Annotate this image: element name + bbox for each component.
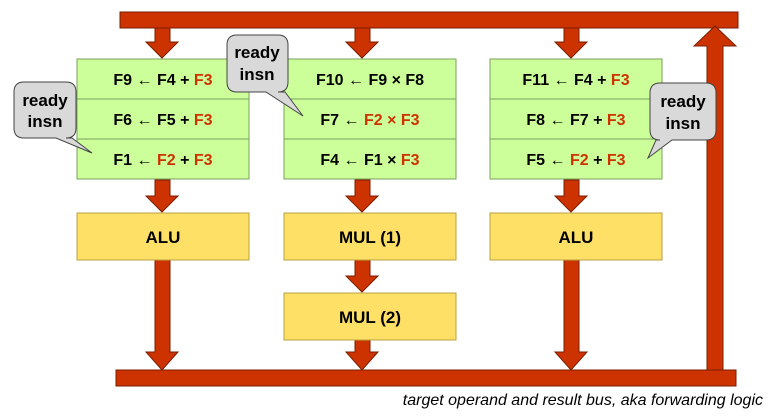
rs2-row-1-arrow: ← <box>344 112 360 129</box>
rs1-row-0-src1: F4 <box>157 72 176 89</box>
rs1-row-0-arrow: ← <box>137 72 153 89</box>
mul-unit-2-label: MUL (2) <box>339 308 401 327</box>
callout-3-bubble <box>646 82 717 160</box>
callout-1-bubble <box>13 81 93 154</box>
rs3-row-1: F8 ← F7 + F3 <box>526 112 625 129</box>
rs2-row-1-dst: F7 <box>320 112 339 129</box>
rs2-row-2-dst: F4 <box>320 152 339 169</box>
rs2-row-1-src2: F3 <box>401 112 420 129</box>
rs3-row-0: F11 ← F4 + F3 <box>522 72 629 89</box>
rs3-row-2: F5 ← F2 + F3 <box>526 152 625 169</box>
rs3-row-2-src1: F2 <box>570 152 589 169</box>
rs1-row-2-box <box>76 138 250 180</box>
callout-3-line1: ready <box>660 92 706 111</box>
bus-return-arrow <box>692 25 738 371</box>
rs2-row-0-src2: F8 <box>405 72 424 89</box>
rs1-row-1-dst: F6 <box>113 112 132 129</box>
rs3-row-0-op: + <box>597 72 606 89</box>
rs1-row-0: F9 ← F4 + F3 <box>113 72 212 89</box>
callout-1-line1: ready <box>22 91 68 110</box>
rs1-row-2-arrow: ← <box>137 152 153 169</box>
callout-2-bubble <box>226 34 304 117</box>
rs3-row-1-src2: F3 <box>607 112 626 129</box>
rs2-row-1-src1: F2 <box>364 112 383 129</box>
mul1-to-mul2-arrow <box>344 259 380 293</box>
rs1-row-0-op: + <box>180 72 189 89</box>
rs2-row-1: F7 ← F2 × F3 <box>320 112 419 129</box>
alu-unit-2-box <box>489 212 663 261</box>
callout-3-line2: insn <box>666 114 701 133</box>
rs3-row-2-box <box>489 138 663 180</box>
ready-insn-callout-1: ready insn <box>13 81 93 154</box>
ready-insn-callout-3: ready insn <box>646 82 717 160</box>
rs1-row-0-src2: F3 <box>194 72 213 89</box>
mul-unit-1-label: MUL (1) <box>339 228 401 247</box>
rs3-row-0-dst: F11 <box>522 72 549 89</box>
rs2-row-0: F10 ← F9 × F8 <box>316 72 424 89</box>
callout-2-line1: ready <box>234 43 280 62</box>
rs1-row-1-src2: F3 <box>194 112 213 129</box>
rs1-row-2: F1 ← F2 + F3 <box>113 152 212 169</box>
rs3-row-2-arrow: ← <box>550 152 566 169</box>
rs3-row-0-src2: F3 <box>611 72 630 89</box>
rs1-row-1-arrow: ← <box>137 112 153 129</box>
rs3-row-1-box <box>489 98 663 140</box>
rs2-row-0-arrow: ← <box>348 72 364 89</box>
rs2-row-2-box <box>283 138 457 180</box>
rs2-row-1-op: × <box>387 112 396 129</box>
rs2-row-2-op: × <box>387 152 396 169</box>
station-1-to-alu-arrow <box>144 179 180 213</box>
rs3-row-2-dst: F5 <box>526 152 545 169</box>
rs3-row-1-src1: F7 <box>570 112 589 129</box>
callout-2-line2: insn <box>240 65 275 84</box>
bus-caption: target operand and result bus, aka forwa… <box>402 392 763 409</box>
rs2-row-2-src1: F1 <box>364 152 383 169</box>
alu-unit-2-label: ALU <box>559 228 594 247</box>
rs3-row-0-src1: F4 <box>574 72 593 89</box>
rs1-row-0-dst: F9 <box>113 72 132 89</box>
rs1-row-1-box <box>76 98 250 140</box>
bus-to-station-2-arrow <box>344 27 380 59</box>
rs3-row-2-op: + <box>593 152 602 169</box>
mul2-to-bus-arrow <box>344 339 380 371</box>
bottom-result-bus <box>115 369 737 387</box>
rs2-row-0-src1: F9 <box>368 72 387 89</box>
rs1-row-2-src2: F3 <box>194 152 213 169</box>
alu-unit-1-label: ALU <box>146 228 181 247</box>
rs2-row-0-box <box>283 58 457 100</box>
alu-2-to-bus-arrow <box>553 259 589 371</box>
rs3-row-0-arrow: ← <box>554 72 570 89</box>
rs1-row-1: F6 ← F5 + F3 <box>113 112 212 129</box>
rs3-row-1-arrow: ← <box>550 112 566 129</box>
rs2-row-2-arrow: ← <box>344 152 360 169</box>
rs3-row-1-dst: F8 <box>526 112 545 129</box>
rs1-row-2-dst: F1 <box>113 152 132 169</box>
mul-unit-1-box <box>283 212 457 261</box>
rs1-row-0-box <box>76 58 250 100</box>
rs2-row-0-op: × <box>392 72 401 89</box>
reservation-station-1: F9 ← F4 + F3 F6 ← F5 + F3 F1 ← F2 + F3 <box>76 58 250 180</box>
rs3-row-2-src2: F3 <box>607 152 626 169</box>
rs2-row-0-dst: F10 <box>316 72 344 89</box>
reservation-station-2: F10 ← F9 × F8 F7 ← F2 × F3 F4 ← F1 × F3 <box>283 58 457 180</box>
ready-insn-callout-2: ready insn <box>226 34 304 117</box>
station-3-to-alu-arrow <box>553 179 589 213</box>
rs1-row-2-op: + <box>180 152 189 169</box>
alu-unit-1-box <box>76 212 250 261</box>
rs2-row-2: F4 ← F1 × F3 <box>320 152 419 169</box>
top-result-bus <box>119 11 739 29</box>
bus-to-station-3-arrow <box>553 27 589 59</box>
rs1-row-1-op: + <box>180 112 189 129</box>
mul-unit-2-box <box>283 292 457 341</box>
rs3-row-1-op: + <box>593 112 602 129</box>
rs1-row-1-src1: F5 <box>157 112 176 129</box>
rs1-row-2-src1: F2 <box>157 152 176 169</box>
bus-to-station-1-arrow <box>144 27 180 59</box>
alu-1-to-bus-arrow <box>144 259 180 371</box>
station-2-to-mul1-arrow <box>344 179 380 213</box>
rs2-row-2-src2: F3 <box>401 152 420 169</box>
callout-1-line2: insn <box>28 112 63 131</box>
reservation-station-3: F11 ← F4 + F3 F8 ← F7 + F3 F5 ← F2 + F3 <box>489 58 663 180</box>
